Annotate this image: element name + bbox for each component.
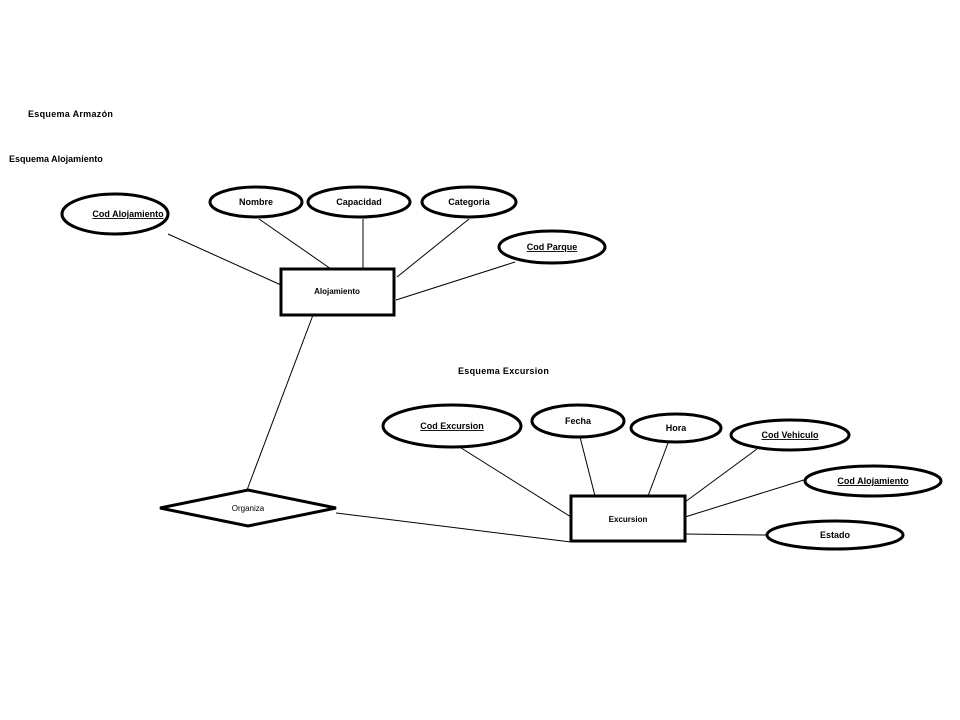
link-cod-parque xyxy=(395,261,516,301)
attr-capacidad xyxy=(306,185,412,219)
link-cod-alojamiento-exc xyxy=(684,478,808,518)
attr-hora-label: Hora xyxy=(666,423,687,433)
link-cod-alojamiento xyxy=(167,233,282,286)
link-cod-vehiculo xyxy=(684,448,758,503)
link-nombre xyxy=(258,218,332,270)
entity-alojamiento-label: Alojamiento xyxy=(314,287,360,296)
attr-estado xyxy=(765,519,905,551)
attr-categoria xyxy=(420,185,518,219)
attr-cod-excursion xyxy=(381,403,523,449)
link-fecha xyxy=(579,436,596,497)
attr-nombre xyxy=(208,185,304,219)
relationship-organiza-label: Organiza xyxy=(232,504,265,513)
attr-estado-label: Estado xyxy=(820,530,851,540)
attr-cod-alojamiento-exc xyxy=(803,464,943,498)
attr-cod-parque-label: Cod Parque xyxy=(527,242,578,252)
relationship-organiza xyxy=(159,488,337,528)
schema-title-alojamiento: Esquema Alojamiento xyxy=(9,154,103,164)
attr-fecha xyxy=(530,403,626,439)
attr-cod-alojamiento-exc-label: Cod Alojamiento xyxy=(837,476,909,486)
attr-cod-vehiculo-label: Cod Vehiculo xyxy=(761,430,819,440)
attr-hora xyxy=(629,412,723,444)
entity-excursion-label: Excursion xyxy=(609,515,648,524)
attr-cod-alojamiento-label: Cod Alojamiento xyxy=(92,209,164,219)
attr-categoria-label: Categoria xyxy=(448,197,491,207)
link-estado xyxy=(684,533,768,536)
link-organiza-excursion xyxy=(335,512,572,543)
attr-cod-parque xyxy=(497,229,607,265)
link-categoria xyxy=(396,218,470,278)
link-cod-excursion xyxy=(457,445,572,518)
attr-nombre-label: Nombre xyxy=(239,197,273,207)
attr-cod-vehiculo xyxy=(729,418,851,452)
schema-title-excursion: Esquema Excursion xyxy=(458,366,550,376)
attr-cod-alojamiento xyxy=(60,192,170,236)
attr-cod-excursion-label: Cod Excursion xyxy=(420,421,484,431)
attr-capacidad-label: Capacidad xyxy=(336,197,382,207)
link-organiza-alojamiento xyxy=(246,314,314,491)
schema-title-armazon: Esquema Armazón xyxy=(28,109,114,119)
entity-excursion xyxy=(569,494,687,543)
connectors xyxy=(167,218,808,543)
link-hora xyxy=(647,442,669,497)
attr-fecha-label: Fecha xyxy=(565,416,592,426)
entity-alojamiento xyxy=(279,267,396,317)
